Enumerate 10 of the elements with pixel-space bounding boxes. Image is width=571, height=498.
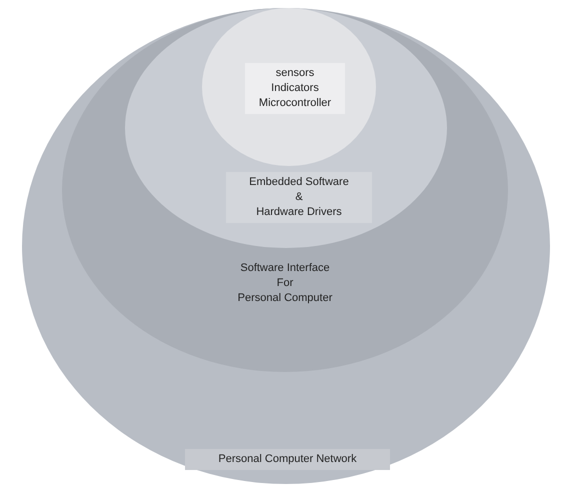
node-label: & (295, 190, 303, 205)
node-label: Embedded Software (249, 175, 349, 190)
node-label: Personal Computer Network (218, 452, 357, 467)
node-label: Microcontroller (258, 96, 332, 111)
node-label: Software Interface (240, 261, 330, 276)
node-label: sensors (276, 66, 314, 81)
node-label: For (276, 276, 294, 291)
node-label: Personal Computer (238, 291, 332, 306)
node-label: Indicators (271, 81, 319, 96)
node-label: Hardware Drivers (256, 205, 342, 220)
